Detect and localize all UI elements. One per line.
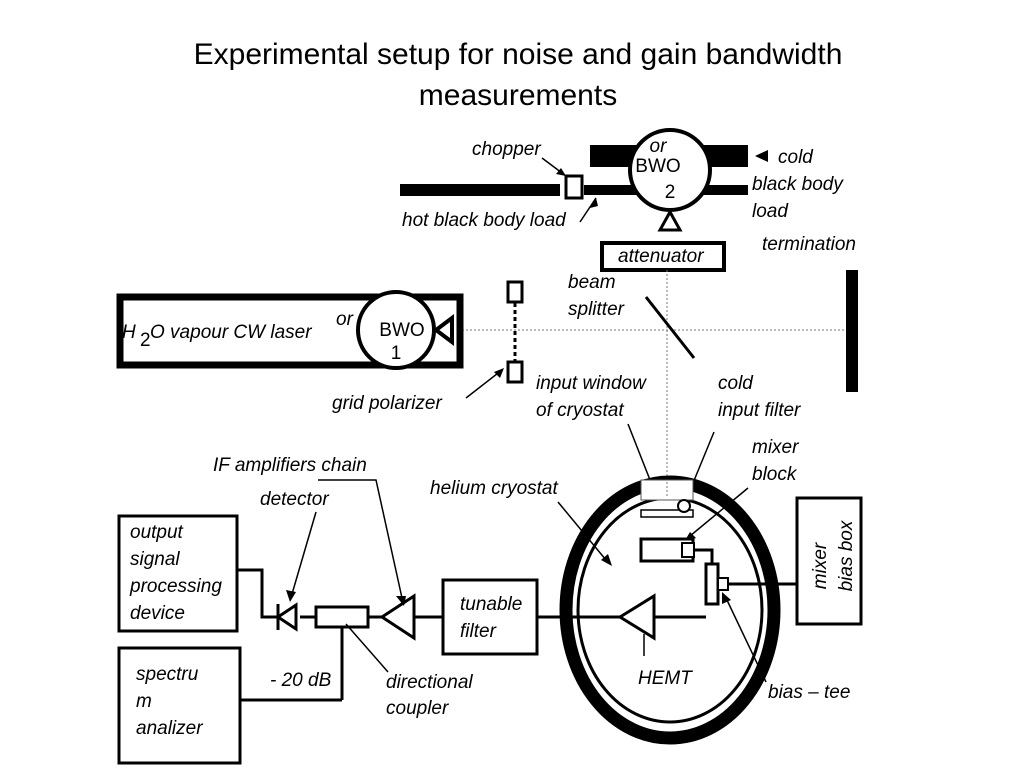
label-output-2: signal — [130, 549, 180, 570]
directional-coupler — [314, 605, 370, 629]
cold-load-arrow-icon — [755, 150, 768, 162]
bias-tee-port — [717, 577, 729, 591]
detector-arrowhead-icon — [286, 590, 296, 602]
label-input-window-1: input window — [536, 373, 647, 394]
label-cold-filter-1: cold — [718, 373, 754, 394]
label-mixer-block-1: mixer — [752, 437, 799, 458]
label-chopper: chopper — [472, 139, 541, 160]
hot-load-pointer — [579, 197, 597, 223]
termination-plate — [846, 270, 858, 392]
label-directional-2: coupler — [386, 698, 449, 719]
beam-splitter — [644, 296, 696, 359]
if-amplifier-icon — [379, 593, 416, 641]
label-attenuator: attenuator — [618, 246, 704, 267]
mixer-block-port — [681, 542, 695, 558]
label-tunable-1: tunable — [460, 594, 522, 615]
label-input-window-2: of cryostat — [536, 400, 624, 421]
bias-tee-pointer — [725, 597, 767, 683]
helium-cryostat-arrowhead-icon — [601, 554, 612, 566]
cold-input-filter — [640, 509, 694, 518]
detector-to-output-line — [237, 568, 278, 619]
bwo2-left-block — [590, 145, 638, 167]
label-tunable-2: filter — [460, 621, 497, 642]
label-spectrum-3: analizer — [136, 718, 203, 739]
label-spectrum-2: m — [136, 691, 152, 712]
chopper-symbol — [564, 174, 584, 200]
helium-cryostat-pointer — [557, 501, 607, 561]
label-beam-1: beam — [568, 272, 616, 293]
output-device-box — [117, 514, 239, 633]
label-cold-load-2: black body — [752, 174, 844, 195]
mixer-bias-box — [795, 496, 863, 626]
label-or-left: or — [336, 309, 354, 330]
mixer-to-bias-tee-line — [694, 548, 714, 566]
label-bwo1-name: BWO — [379, 320, 424, 341]
label-minus-20db: - 20 dB — [270, 670, 332, 691]
grid-polarizer-pointer — [465, 369, 503, 399]
mixer-block-pointer — [689, 487, 749, 537]
hot-load-arrowhead-icon — [590, 198, 598, 208]
chopper-arrowhead-icon — [556, 168, 566, 176]
label-or-top: or — [650, 136, 668, 157]
label-helium-cryostat: helium cryostat — [430, 478, 558, 499]
input-window-pointer — [627, 423, 653, 486]
label-output-4: device — [130, 603, 185, 624]
if-chain-arrowhead-icon — [396, 596, 406, 606]
label-mixer-bias-1: mixer — [810, 542, 831, 589]
label-cold-load-1: cold — [778, 147, 814, 168]
label-laser-rest: O vapour CW laser — [150, 322, 312, 343]
label-hot-load: hot black body load — [402, 210, 567, 231]
mixer-feed-horn-icon — [677, 499, 691, 513]
label-beam-2: splitter — [568, 299, 625, 320]
label-bwo1-num: 1 — [391, 343, 402, 364]
label-if-chain: IF amplifiers chain — [213, 455, 367, 476]
if-chain-pointer — [318, 479, 403, 599]
detector-pointer — [291, 511, 317, 595]
label-directional-1: directional — [386, 672, 473, 693]
directional-coupler-pointer — [345, 623, 389, 673]
label-cold-load-3: load — [752, 201, 789, 222]
detector-diode-icon — [275, 602, 298, 632]
spectrum-analyzer-box — [117, 646, 242, 765]
bias-tee — [704, 562, 720, 606]
attenuator-box — [600, 241, 726, 272]
label-output-1: output — [130, 522, 184, 543]
bias-tee-arrowhead-icon — [722, 592, 731, 604]
label-spectrum-1: spectru — [136, 664, 199, 685]
label-laser-h: H — [122, 322, 136, 343]
bwo2-output-horn-icon — [657, 208, 683, 232]
bwo1-output-horn-icon — [432, 314, 454, 346]
grid-polarizer-bottom — [506, 360, 524, 384]
label-detector: detector — [260, 489, 329, 510]
label-bwo2-name: BWO — [635, 156, 680, 177]
label-bias-tee: bias – tee — [768, 682, 850, 703]
hemt-amplifier-icon — [617, 593, 656, 641]
label-termination: termination — [762, 234, 856, 255]
cryostat-outer-wall — [559, 475, 781, 745]
label-laser-2: 2 — [140, 330, 151, 351]
label-bwo2-num: 2 — [665, 182, 676, 203]
title-line-2: measurements — [419, 79, 617, 112]
label-mixer-bias-2: bias box — [836, 519, 857, 591]
label-mixer-block-2: block — [752, 464, 798, 485]
cold-load-block — [700, 145, 748, 167]
label-hemt: HEMT — [638, 668, 693, 689]
label-cold-filter-2: input filter — [718, 400, 801, 421]
grid-polarizer-arrowhead-icon — [494, 368, 504, 378]
grid-polarizer-top — [506, 280, 524, 304]
label-grid-polarizer: grid polarizer — [332, 393, 442, 414]
title-line-1: Experimental setup for noise and gain ba… — [194, 38, 843, 71]
tunable-filter-box — [441, 578, 539, 656]
label-output-3: processing — [129, 576, 222, 597]
